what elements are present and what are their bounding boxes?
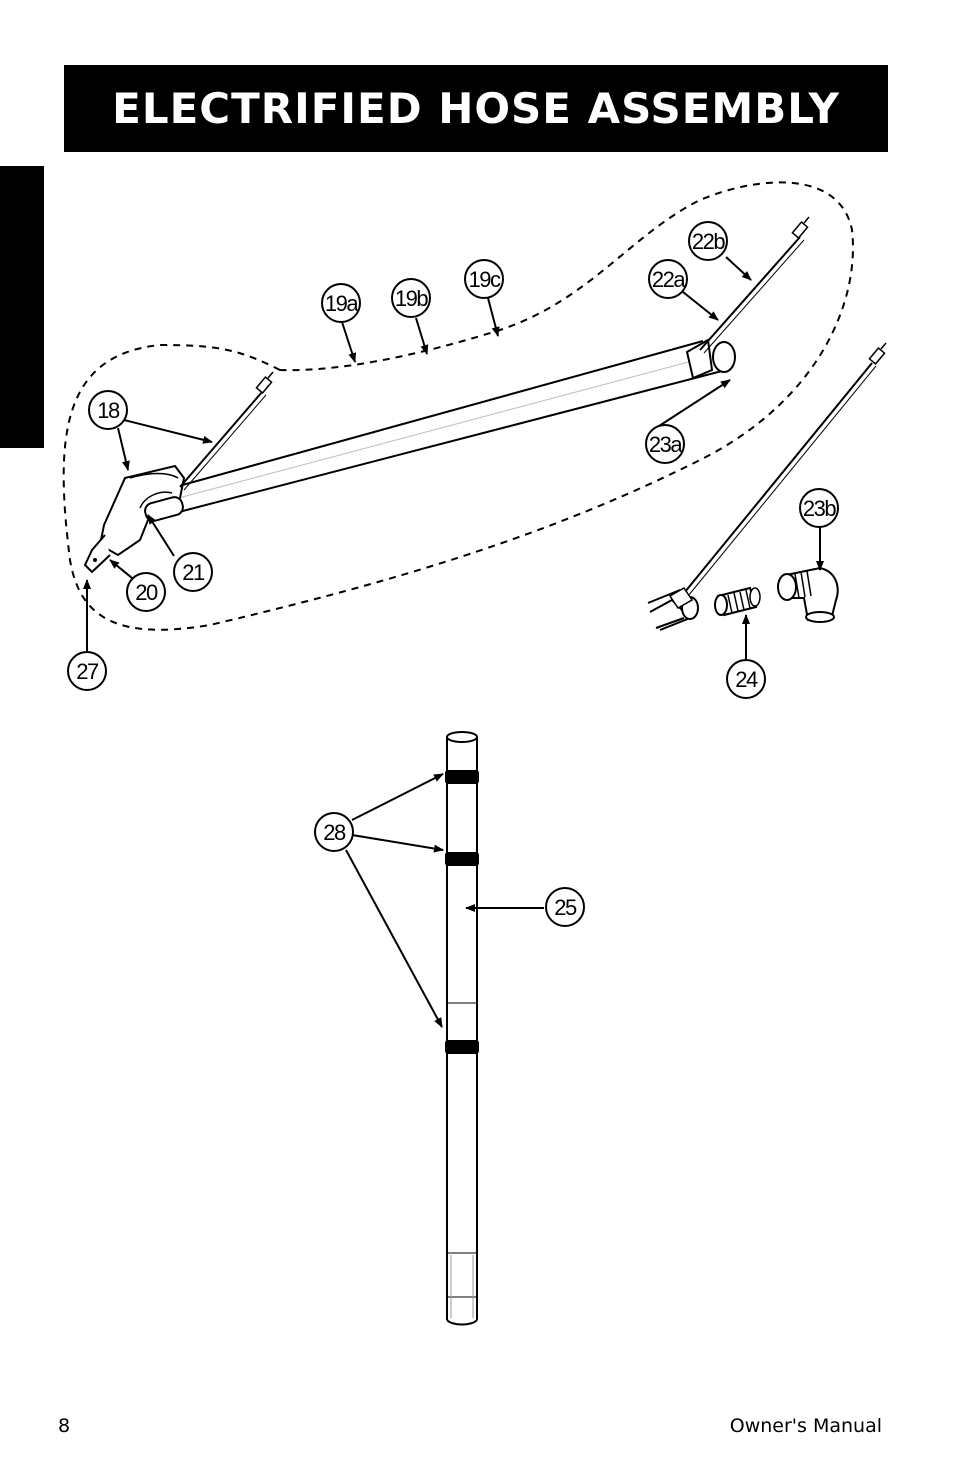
callout-22b: 22b <box>688 221 728 261</box>
svg-text:23b: 23b <box>803 496 836 521</box>
section-tab-marker <box>0 166 44 448</box>
callout-18: 18 <box>88 390 128 430</box>
callout-20: 20 <box>126 572 166 612</box>
callout-27: 27 <box>67 651 107 691</box>
page-number: 8 <box>58 1415 71 1437</box>
callout-23b: 23b <box>799 488 839 528</box>
threaded-coupling <box>714 586 761 617</box>
svg-text:23a: 23a <box>649 432 683 457</box>
hose-assembly-group-outline <box>62 181 854 631</box>
hose-body <box>167 338 736 514</box>
svg-text:20: 20 <box>135 580 158 605</box>
svg-text:25: 25 <box>554 895 577 920</box>
svg-text:21: 21 <box>182 560 205 585</box>
callout-22a: 22a <box>648 259 688 299</box>
callout-28: 28 <box>314 812 354 852</box>
callout-25: 25 <box>545 887 585 927</box>
svg-text:19b: 19b <box>395 286 428 311</box>
hose-end-connector-detail <box>647 342 887 631</box>
callout-21: 21 <box>173 552 213 592</box>
callout-19b: 19b <box>391 278 431 318</box>
svg-text:22a: 22a <box>652 267 686 292</box>
hose-end-cord <box>699 216 810 354</box>
hose-handle <box>83 464 186 574</box>
svg-text:28: 28 <box>323 820 346 845</box>
callout-19a: 19a <box>321 283 361 323</box>
svg-text:27: 27 <box>76 659 99 684</box>
leader-arrows <box>83 256 824 1028</box>
section-title-bar: ELECTRIFIED HOSE ASSEMBLY <box>64 65 888 152</box>
page-title: ELECTRIFIED HOSE ASSEMBLY <box>112 84 840 133</box>
svg-text:19c: 19c <box>469 267 501 292</box>
document-name: Owner's Manual <box>729 1415 882 1437</box>
elbow-fitting <box>777 566 839 623</box>
svg-text:19a: 19a <box>325 291 359 316</box>
wand-assembly <box>445 731 479 1326</box>
callout-23a: 23a <box>645 424 685 464</box>
callout-19c: 19c <box>464 259 504 299</box>
svg-text:24: 24 <box>735 667 758 692</box>
svg-text:18: 18 <box>97 398 120 423</box>
svg-text:22b: 22b <box>692 229 725 254</box>
handle-cord <box>179 371 274 491</box>
callout-24: 24 <box>726 659 766 699</box>
